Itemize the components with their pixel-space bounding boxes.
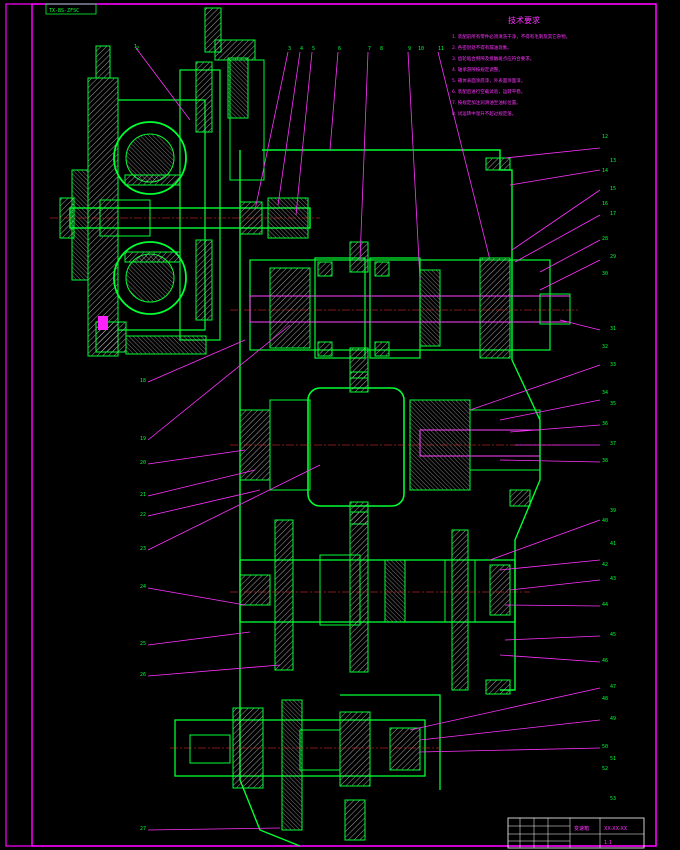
callout-right: 51 <box>610 756 616 762</box>
callout-top: 7 <box>368 46 371 52</box>
tech-title: 技术要求 <box>508 15 540 25</box>
title-block-scale: 1:1 <box>604 840 612 846</box>
tech-requirement-line: 8. 试运转中温升不超过规定值。 <box>452 110 516 117</box>
callout-right: 30 <box>602 271 608 277</box>
callout-right: 34 <box>602 390 608 396</box>
callout-right: 41 <box>610 541 616 547</box>
tech-requirement-line: 1. 装配前所有零件必须清洗干净，不得有毛刺及其它杂物。 <box>452 33 570 40</box>
tech-requirement-line: 6. 装配后进行空载试验，运转平稳。 <box>452 88 525 95</box>
callout-right: 44 <box>602 602 608 608</box>
tech-requirement-line: 2. 各密封处不得有漏油现象。 <box>452 44 512 51</box>
callout-right: 13 <box>610 158 616 164</box>
callout-top: 2 <box>136 46 139 52</box>
callout-right: 12 <box>602 134 608 140</box>
callout-right: 33 <box>610 362 616 368</box>
callout-left: 22 <box>140 512 146 518</box>
callout-left: 20 <box>140 460 146 466</box>
callout-top: 8 <box>380 46 383 52</box>
callout-right: 17 <box>610 211 616 217</box>
callout-left: 1 <box>134 44 137 50</box>
callout-right: 29 <box>610 254 616 260</box>
callout-right: 43 <box>610 576 616 582</box>
housing-top <box>239 149 513 400</box>
tag-text: TX-BS-ZFSC <box>49 8 79 14</box>
callout-right: 28 <box>602 236 608 242</box>
output-axle <box>170 694 441 841</box>
tech-requirements: 1. 装配前所有零件必须清洗干净，不得有毛刺及其它杂物。 2. 各密封处不得有漏油… <box>452 33 570 117</box>
title-block-number: XX-XX-XX <box>604 826 628 832</box>
tag-box <box>45 3 97 15</box>
callout-left: 27 <box>140 826 146 832</box>
callout-left: 21 <box>140 492 146 498</box>
callout-top: 3 <box>288 46 291 52</box>
callout-left: 24 <box>140 584 146 590</box>
callout-left: 25 <box>140 641 146 647</box>
input-shaft <box>50 197 320 239</box>
leader-lines <box>135 47 601 831</box>
inner-frame <box>31 3 657 847</box>
callout-top: 4 <box>300 46 303 52</box>
callout-right: 50 <box>602 744 608 750</box>
callout-left: 19 <box>140 436 146 442</box>
callout-right: 42 <box>602 562 608 568</box>
callout-right: 39 <box>610 508 616 514</box>
callout-top: 9 <box>408 46 411 52</box>
callout-right: 35 <box>610 401 616 407</box>
countershaft <box>230 511 530 691</box>
callout-left: 23 <box>140 546 146 552</box>
callout-top: 5 <box>312 46 315 52</box>
callout-top: 11 <box>438 46 444 52</box>
callout-top: 10 <box>418 46 424 52</box>
callout-right: 31 <box>610 326 616 332</box>
callout-right: 52 <box>602 766 608 772</box>
torque-converter-section <box>59 7 265 357</box>
callout-right: 53 <box>610 796 616 802</box>
callout-right: 46 <box>602 658 608 664</box>
callout-right: 14 <box>602 168 608 174</box>
callout-top: 6 <box>338 46 341 52</box>
tech-requirement-line: 5. 箱体表面涂底漆，外表面涂面漆。 <box>452 77 525 84</box>
tech-requirement-line: 4. 轴承游隙按规定调整。 <box>452 66 503 73</box>
housing-right <box>239 359 541 847</box>
tech-requirement-line: 7. 按规定加注润滑油至油标位置。 <box>452 99 521 106</box>
drum-gear <box>230 371 560 525</box>
tech-requirement-line: 3. 齿轮啮合侧隙及接触斑点应符合要求。 <box>452 55 534 62</box>
callout-right: 48 <box>602 696 608 702</box>
clutch-assembly <box>230 241 580 379</box>
callout-right: 32 <box>602 344 608 350</box>
callout-right: 40 <box>602 518 608 524</box>
callout-right: 45 <box>610 632 616 638</box>
title-block: 变速箱 XX-XX-XX 1:1 <box>507 817 645 849</box>
callout-right: 47 <box>610 684 616 690</box>
callout-left: 26 <box>140 672 146 678</box>
callout-right: 16 <box>602 201 608 207</box>
callout-right: 38 <box>602 458 608 464</box>
callout-right: 15 <box>610 186 616 192</box>
callout-left: 18 <box>140 378 146 384</box>
callout-right: 37 <box>610 441 616 447</box>
callout-right: 49 <box>610 716 616 722</box>
callout-right: 36 <box>602 421 608 427</box>
title-block-name: 变速箱 <box>574 825 589 832</box>
